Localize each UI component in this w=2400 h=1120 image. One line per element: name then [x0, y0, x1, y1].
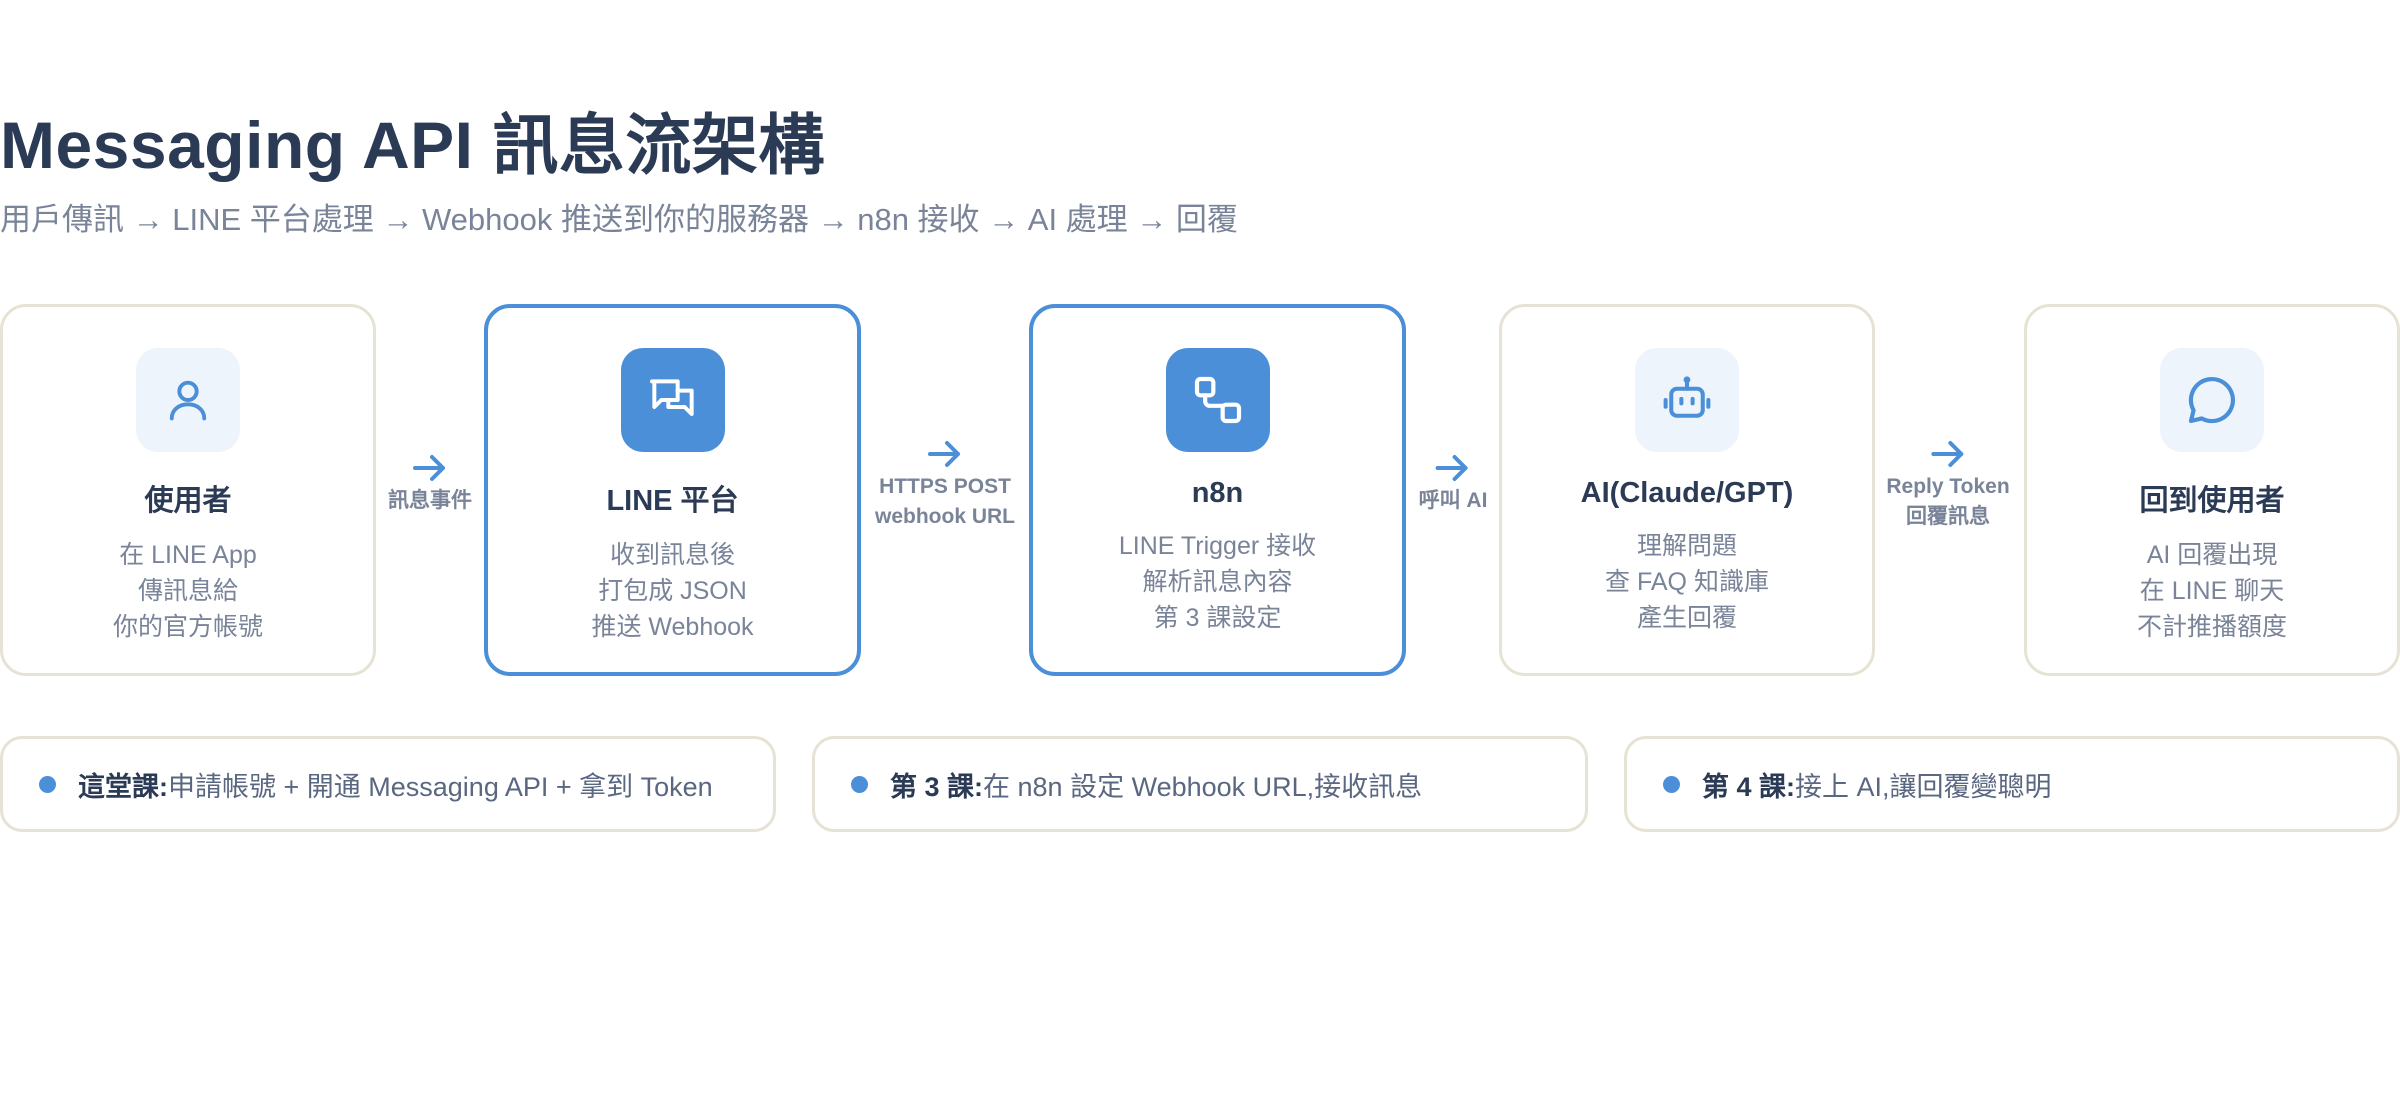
connector-label: HTTPS POST: [879, 475, 1011, 498]
user-icon: [136, 348, 240, 452]
node-desc-line: 第 3 課設定: [1153, 604, 1282, 632]
node-desc-line: 推送 Webhook: [591, 613, 754, 641]
connector-reply-token: Reply Token 回覆訊息: [1886, 436, 2010, 532]
node-title: LINE 平台: [606, 485, 739, 517]
note-lead: 第 4 課:: [1702, 771, 1796, 802]
node-title: 使用者: [144, 485, 232, 517]
connector-call-ai: 呼叫 AI: [1418, 450, 1488, 516]
connector-label: webhook URL: [875, 505, 1015, 528]
bullet-dot-icon: [1663, 775, 1680, 793]
node-line-platform: LINE 平台 收到訊息後 打包成 JSON 推送 Webhook: [484, 304, 861, 676]
node-desc-line: 解析訊息內容: [1142, 568, 1293, 596]
node-title: n8n: [1191, 477, 1244, 509]
node-desc-line: 產生回覆: [1636, 604, 1737, 632]
node-desc-line: 你的官方帳號: [112, 613, 263, 641]
connector-label: 回覆訊息: [1906, 505, 1990, 528]
node-desc-line: 收到訊息後: [609, 541, 735, 569]
node-desc-line: 打包成 JSON: [598, 577, 747, 605]
note-this-lesson: 這堂課: 申請帳號 + 開通 Messaging API + 拿到 Token: [0, 736, 776, 832]
bullet-dot-icon: [39, 775, 56, 793]
node-user: 使用者 在 LINE App 傳訊息給 你的官方帳號: [0, 304, 376, 676]
node-title: 回到使用者: [2139, 485, 2285, 517]
connector-https-post: HTTPS POST webhook URL: [875, 436, 1015, 532]
bullet-dot-icon: [851, 775, 868, 793]
connector-label: 呼叫 AI: [1418, 489, 1488, 512]
node-desc-line: AI 回覆出現: [2146, 541, 2278, 569]
page-subtitle: 用戶傳訊 → LINE 平台處理 → Webhook 推送到你的服務器 → n8…: [0, 202, 1238, 237]
note-lesson-4: 第 4 課: 接上 AI,讓回覆變聰明: [1624, 736, 2400, 832]
note-text: 在 n8n 設定 Webhook URL,接收訊息: [983, 771, 1423, 802]
arrow-right-icon: [1931, 441, 1963, 467]
message-circle-icon: [2160, 348, 2264, 452]
arrow-right-icon: [1436, 455, 1468, 481]
node-desc-line: 不計推播額度: [2136, 613, 2287, 641]
node-desc-line: 在 LINE 聊天: [2139, 577, 2285, 605]
connector-label: Reply Token: [1886, 475, 2010, 498]
node-desc-line: 在 LINE App: [119, 541, 257, 569]
node-title: AI(Claude/GPT): [1580, 477, 1794, 509]
bot-icon: [1635, 348, 1739, 452]
note-text: 接上 AI,讓回覆變聰明: [1795, 771, 2052, 802]
note-lead: 第 3 課:: [890, 771, 984, 802]
note-text: 申請帳號 + 開通 Messaging API + 拿到 Token: [168, 771, 713, 802]
node-ai: AI(Claude/GPT) 理解問題 查 FAQ 知識庫 產生回覆: [1499, 304, 1875, 676]
workflow-nodes-icon: [1165, 348, 1270, 452]
note-lesson-3: 第 3 課: 在 n8n 設定 Webhook URL,接收訊息: [812, 736, 1588, 832]
node-desc-line: 理解問題: [1636, 532, 1737, 560]
page-title: Messaging API 訊息流架構: [0, 108, 825, 182]
connector-label: 訊息事件: [388, 489, 472, 512]
connector-message-event: 訊息事件: [388, 450, 472, 516]
node-desc-line: LINE Trigger 接收: [1118, 532, 1317, 560]
chat-bubbles-icon: [620, 348, 725, 452]
note-lead: 這堂課:: [78, 771, 168, 802]
arrow-right-icon: [928, 441, 960, 467]
node-n8n: n8n LINE Trigger 接收 解析訊息內容 第 3 課設定: [1029, 304, 1406, 676]
arrow-right-icon: [413, 455, 445, 481]
node-desc-line: 傳訊息給: [137, 577, 238, 605]
node-desc-line: 查 FAQ 知識庫: [1605, 568, 1769, 596]
node-back-to-user: 回到使用者 AI 回覆出現 在 LINE 聊天 不計推播額度: [2024, 304, 2400, 676]
